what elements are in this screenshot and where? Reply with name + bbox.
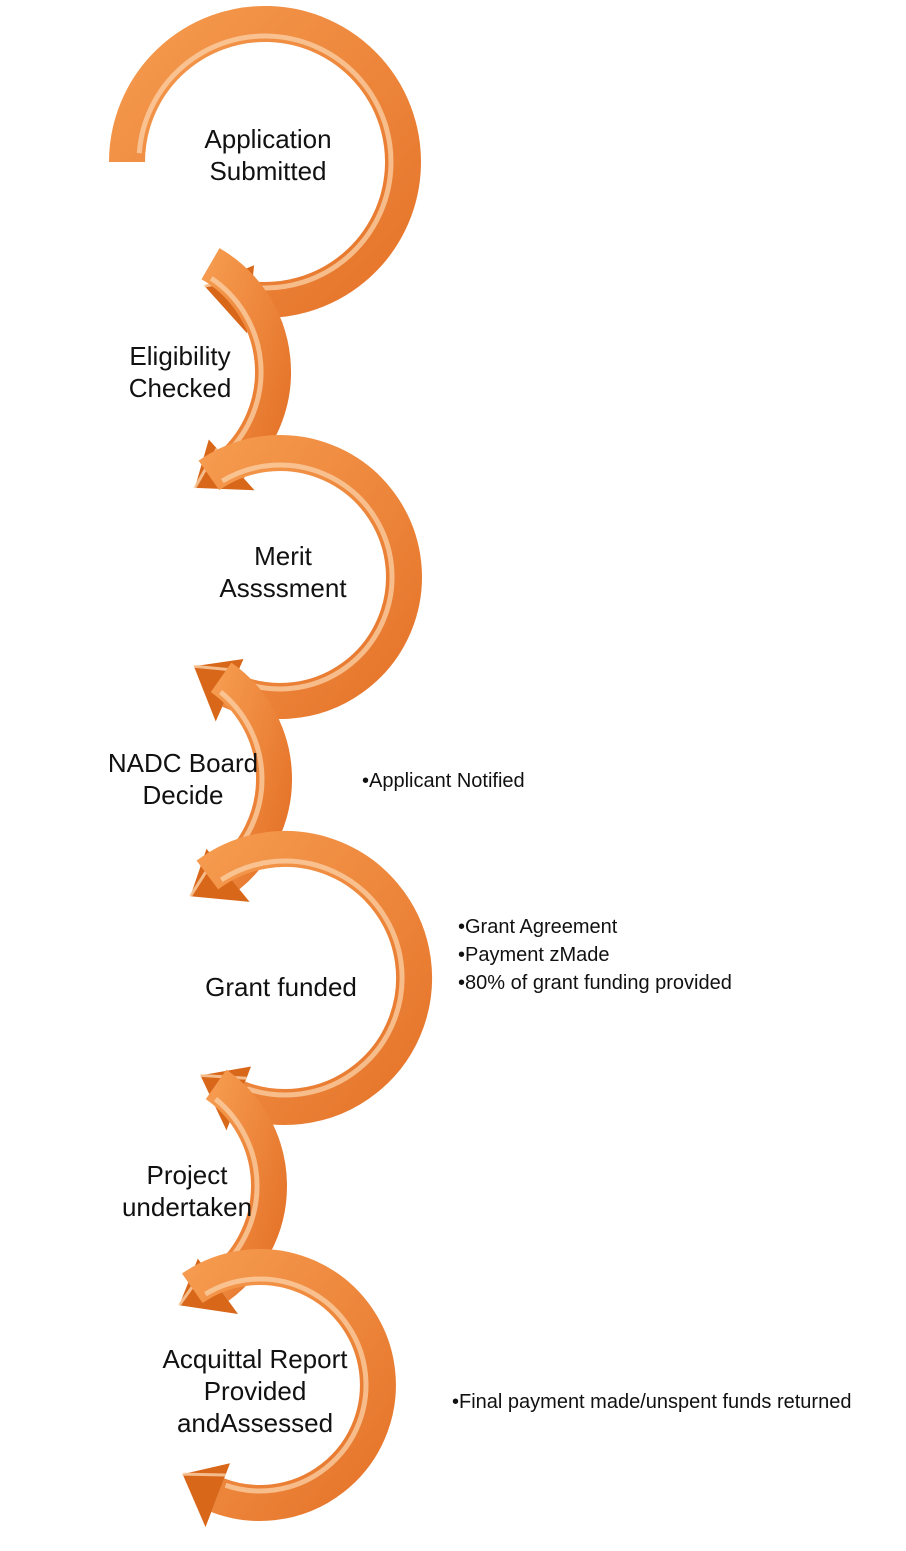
step-label-line: andAssessed: [177, 1408, 333, 1438]
step-label-line: Eligibility: [129, 341, 230, 371]
step-notes-5: •Grant Agreement •Payment zMade •80% of gr…: [458, 916, 732, 994]
arrow-highlight: [209, 276, 264, 456]
step-label-line: Acquittal Report: [163, 1344, 349, 1374]
step-label-line: Project: [147, 1160, 229, 1190]
step-notes-7: •Final payment made/unspent funds return…: [452, 1391, 851, 1413]
arrow-head-highlight: [182, 1472, 226, 1477]
step-label-line: Grant funded: [205, 972, 357, 1002]
arrow-band: [182, 1249, 396, 1521]
step-label-line: Application: [204, 124, 331, 154]
circular-arrow-7: [182, 1249, 396, 1528]
step-label-line: Merit: [254, 541, 313, 571]
step-notes-4: •Applicant Notified: [362, 770, 525, 792]
note-item: •Final payment made/unspent funds return…: [452, 1391, 851, 1413]
arrow-head: [182, 1463, 230, 1528]
step-label-line: Submitted: [209, 156, 326, 186]
step-label-5: Grant funded: [205, 972, 357, 1002]
step-label-line: Checked: [129, 373, 232, 403]
arrow-highlight: [221, 462, 395, 692]
arrow-band: [198, 435, 422, 719]
step-label-line: Decide: [143, 780, 224, 810]
arrow-highlight: [219, 858, 405, 1098]
step-label-line: Assssment: [219, 573, 347, 603]
step-label-line: Provided: [204, 1376, 307, 1406]
note-item: •Payment zMade: [458, 944, 610, 966]
notes-layer: •Applicant Notified •Grant Agreement •Paym…: [362, 770, 851, 1413]
note-item: •80% of grant funding provided: [458, 972, 732, 994]
note-item: •Applicant Notified: [362, 770, 525, 792]
arrows-layer: [109, 5, 433, 1528]
note-item: •Grant Agreement: [458, 916, 618, 938]
arrow-highlight: [204, 1276, 369, 1494]
step-label-line: NADC Board: [108, 748, 258, 778]
arrow-band: [109, 5, 421, 318]
arrow-band: [196, 831, 433, 1125]
step-label-line: undertaken: [122, 1192, 252, 1222]
arrow-highlight: [136, 33, 394, 291]
